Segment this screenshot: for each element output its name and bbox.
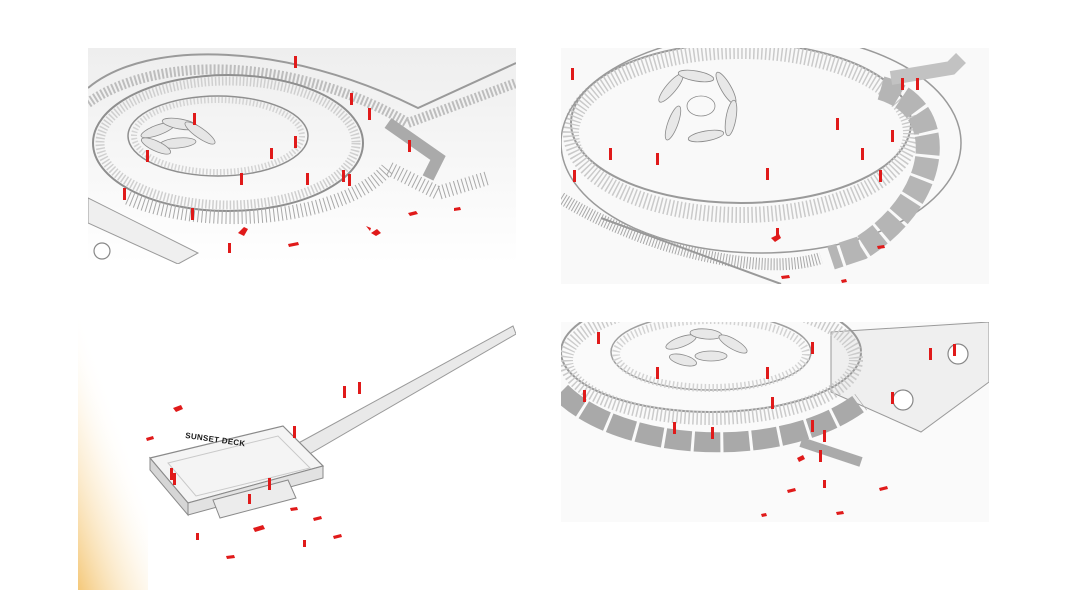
fish-sculpture [658, 69, 738, 143]
spiral-walkway-illustration [561, 48, 989, 284]
people-figures [146, 382, 361, 559]
spiral-walkway-illustration [88, 48, 516, 264]
people-figures [583, 332, 956, 517]
people-figures [123, 56, 461, 253]
people-figures [571, 68, 919, 283]
sunset-deck-illustration [78, 318, 516, 590]
sunset-deck-panel: SUNSET DECK [78, 318, 516, 590]
spiral-perspective-panel-4 [561, 322, 989, 522]
spiral-perspective-panel-2 [561, 48, 989, 284]
sunset-deck [148, 425, 325, 519]
fish-sculpture [140, 117, 216, 155]
spiral-walkway-illustration [561, 322, 989, 522]
spiral-perspective-panel-1 [88, 48, 516, 264]
fish-sculpture [665, 328, 748, 367]
